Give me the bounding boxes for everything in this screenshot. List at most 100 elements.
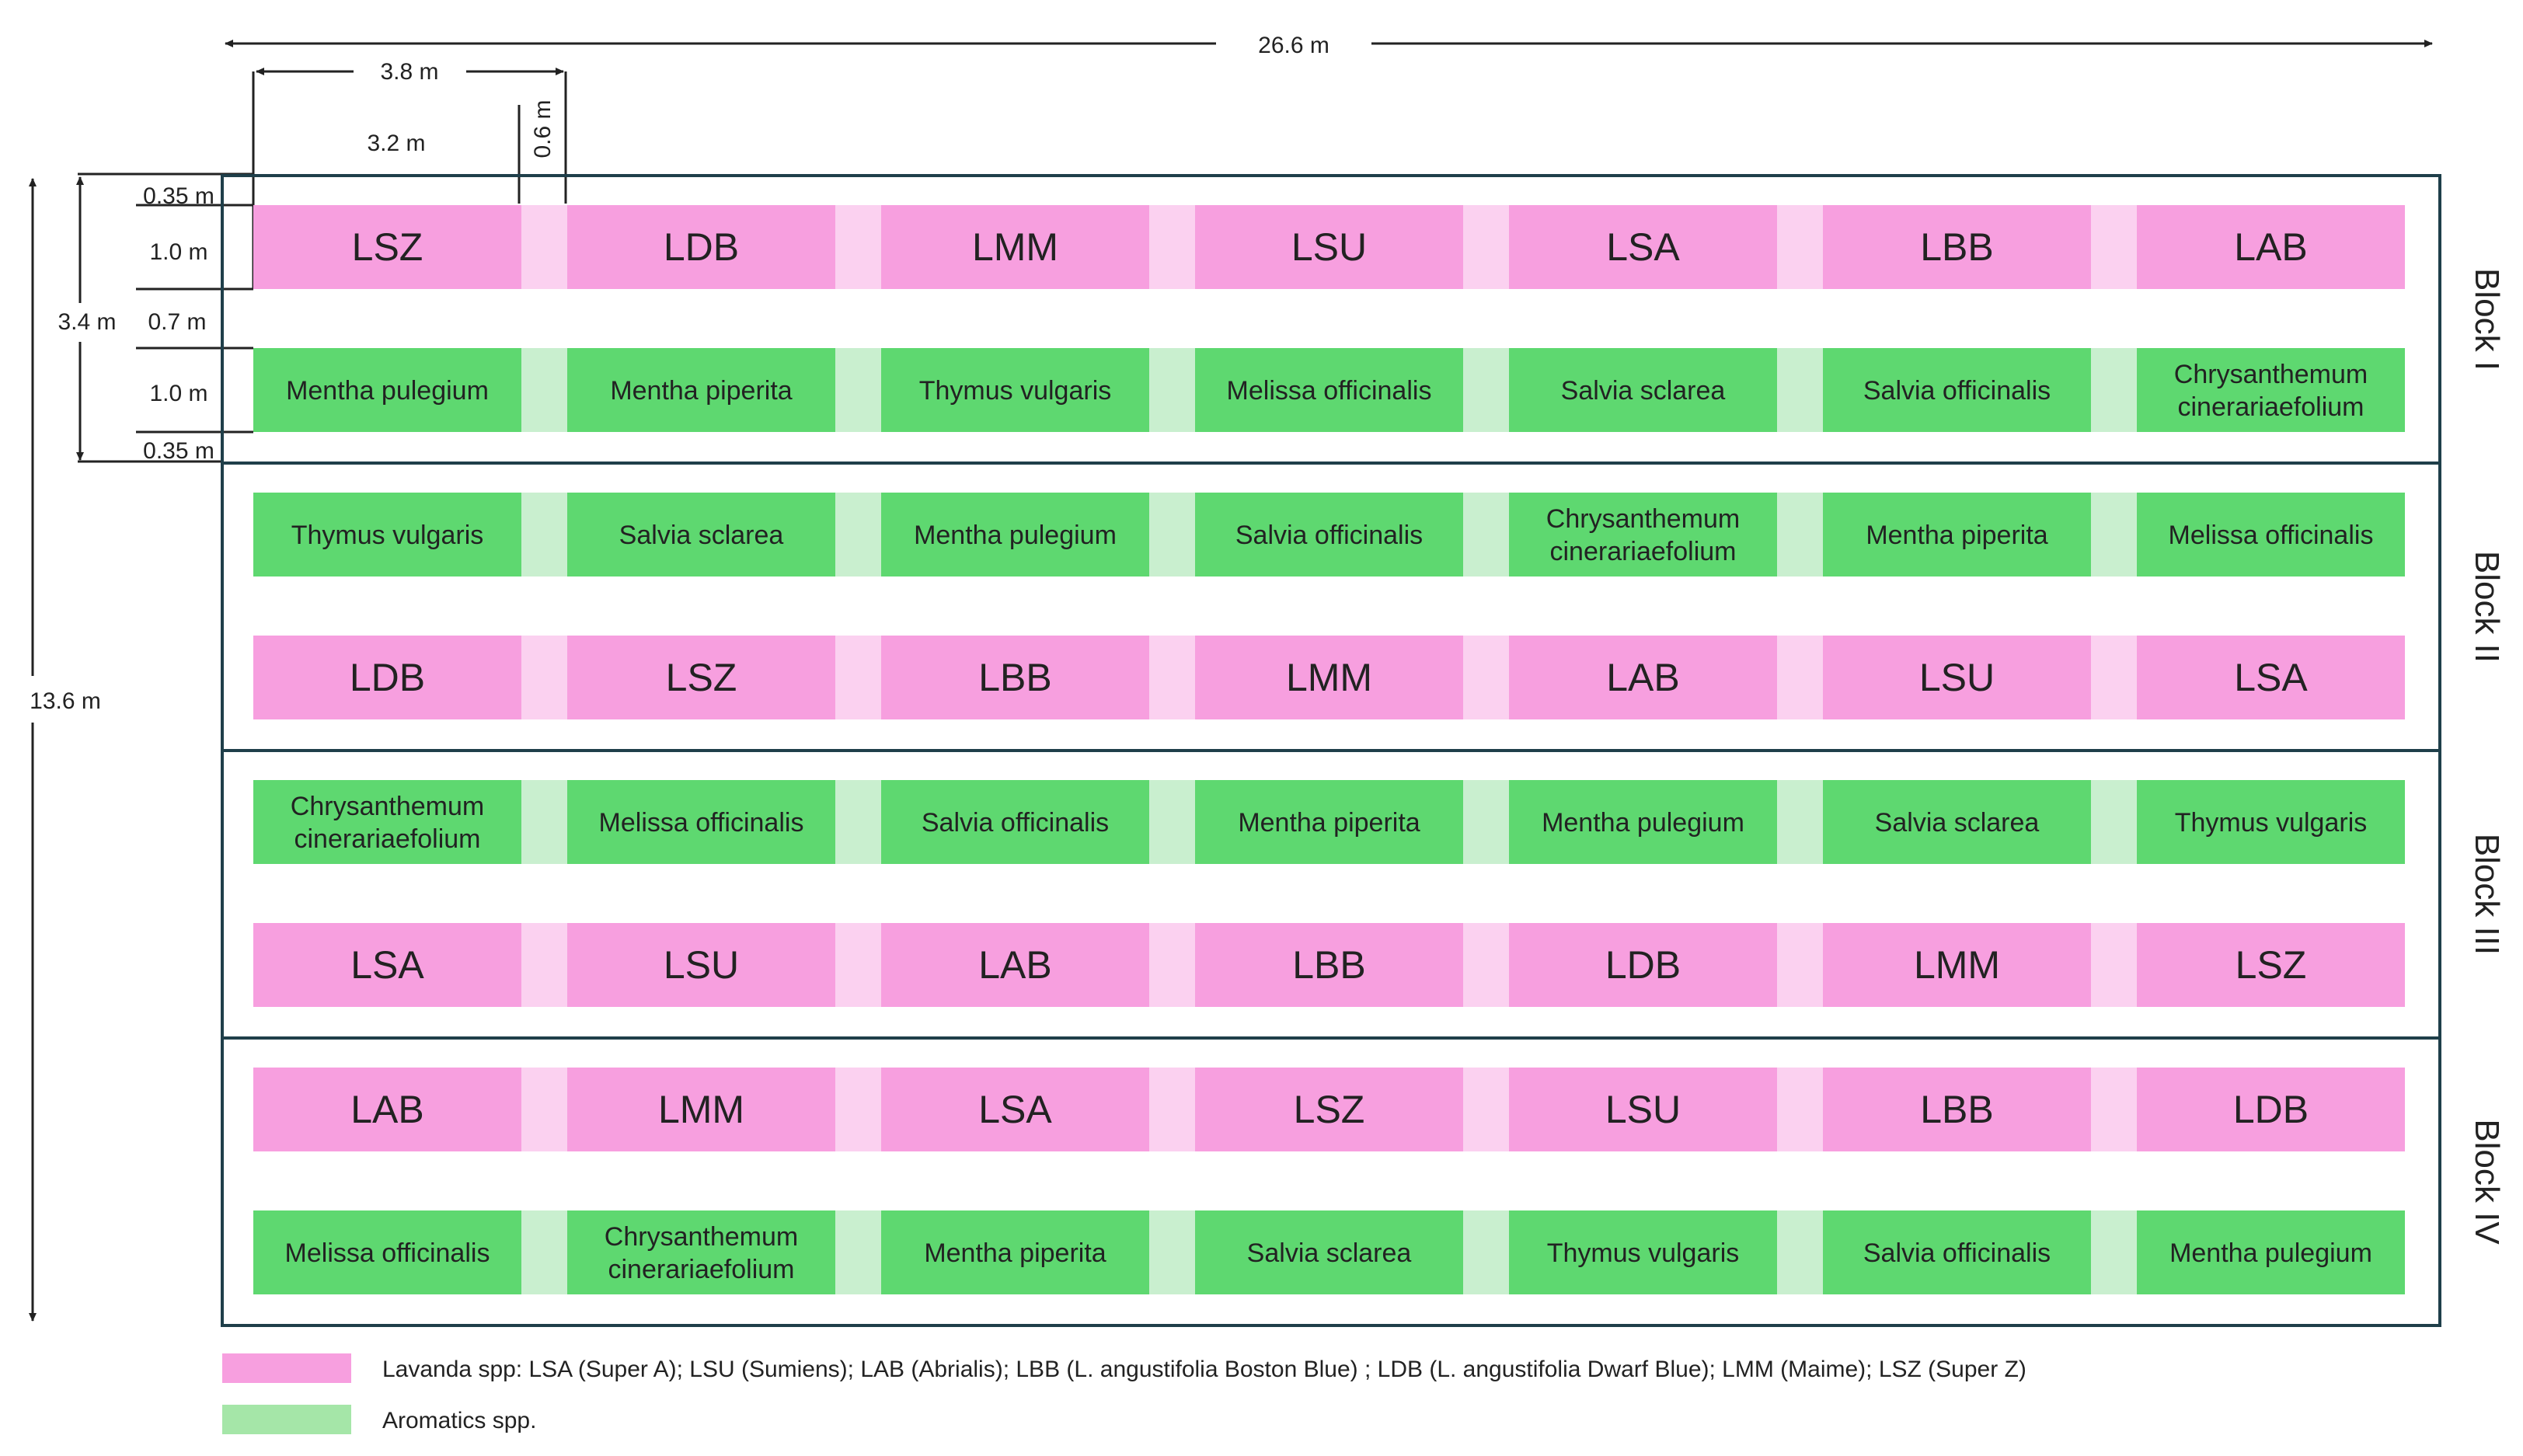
- plot: LAB: [1509, 636, 1777, 719]
- row-gap: [2091, 780, 2137, 864]
- plot-label: Chrysanthemum: [2174, 360, 2368, 389]
- aromatic-plot: [1509, 493, 1777, 576]
- lavender-plot: [1509, 1068, 1777, 1151]
- row-gap: [521, 493, 567, 576]
- aromatic-plot: [567, 348, 835, 432]
- plot: Thymus vulgaris: [2137, 780, 2405, 864]
- plot-label: LMM: [1914, 943, 2000, 987]
- lavender-plot: [2137, 636, 2405, 719]
- plot-label: LSZ: [2236, 943, 2307, 987]
- lavender-plot: [567, 636, 835, 719]
- plot: LDB: [1509, 923, 1777, 1007]
- plot: Thymus vulgaris: [253, 493, 521, 576]
- plot-label: Mentha piperita: [924, 1238, 1106, 1268]
- row-gap: [1777, 493, 1823, 576]
- row-gap: [1149, 348, 1195, 432]
- aromatic-plot: [881, 348, 1149, 432]
- plot-label: LSZ: [666, 656, 737, 699]
- plot-label: Mentha pulegium: [1542, 808, 1744, 838]
- row-gap: [1777, 636, 1823, 719]
- row-gap: [1777, 1068, 1823, 1151]
- plot: Salvia sclarea: [1509, 348, 1777, 432]
- aromatic-plot: [1823, 348, 2091, 432]
- row-gap: [1777, 1210, 1823, 1294]
- plot-label: Salvia sclarea: [1561, 376, 1726, 406]
- plot-label: cinerariaefolium: [2178, 392, 2364, 422]
- plot-label: Salvia officinalis: [1235, 521, 1423, 550]
- lavender-plot: [1823, 1068, 2091, 1151]
- aromatic-plot: [1195, 1210, 1463, 1294]
- plot-label: LDB: [2233, 1088, 2309, 1131]
- aromatic-plot: [1509, 348, 1777, 432]
- row-gap: [2091, 493, 2137, 576]
- plot-label: LSU: [664, 943, 739, 987]
- row-gap: [1463, 923, 1509, 1007]
- plot-label: Mentha pulegium: [286, 376, 489, 406]
- plot: Salvia sclarea: [1823, 780, 2091, 864]
- plot: Mentha pulegium: [881, 493, 1149, 576]
- aromatic-plot: [567, 1210, 835, 1294]
- plot-label: Salvia sclarea: [1875, 808, 2040, 838]
- row-gap: [835, 348, 881, 432]
- lavender-plot: [1195, 923, 1463, 1007]
- row-gap: [835, 1068, 881, 1151]
- row-gap: [2091, 636, 2137, 719]
- row-gap: [1149, 636, 1195, 719]
- aromatic-plot: [2137, 780, 2405, 864]
- plot-label: Mentha piperita: [1866, 521, 2047, 550]
- row-gap: [1463, 348, 1509, 432]
- plot-label: LSA: [2234, 656, 2308, 699]
- plot: LAB: [2137, 205, 2405, 289]
- plot-label: LSZ: [1294, 1088, 1365, 1131]
- block-label: Block IV: [2468, 1119, 2506, 1245]
- plot-label: Salvia officinalis: [1863, 376, 2051, 406]
- aromatic-plot: [1823, 780, 2091, 864]
- lavender-plot: [1509, 636, 1777, 719]
- row-gap: [2091, 348, 2137, 432]
- row-gap: [835, 205, 881, 289]
- block-height-label: 3.4 m: [57, 309, 116, 335]
- plot: LSZ: [1195, 1068, 1463, 1151]
- row-gap: [1463, 1068, 1509, 1151]
- lavender-plot: [1509, 205, 1777, 289]
- lavender-plot: [881, 636, 1149, 719]
- lavender-plot: [253, 923, 521, 1007]
- plot-label: Chrysanthemum: [1546, 504, 1740, 534]
- plot-label: cinerariaefolium: [294, 824, 481, 854]
- row-gap: [2091, 923, 2137, 1007]
- block-label: Block I: [2468, 268, 2506, 371]
- lavender-plot: [2137, 923, 2405, 1007]
- row-gap: [1777, 923, 1823, 1007]
- plot: LDB: [2137, 1068, 2405, 1151]
- plot-label: LMM: [658, 1088, 744, 1131]
- plot-label: Melissa officinalis: [1227, 376, 1432, 406]
- row-gap: [1777, 205, 1823, 289]
- plot-label: LAB: [2234, 225, 2308, 269]
- aromatic-plot: [1195, 780, 1463, 864]
- plot: Salvia officinalis: [1195, 493, 1463, 576]
- lavender-plot: [2137, 1068, 2405, 1151]
- plot: Mentha piperita: [1823, 493, 2091, 576]
- plot-label: Thymus vulgaris: [291, 521, 484, 550]
- plot-label: Chrysanthemum: [605, 1222, 798, 1252]
- plot: LSZ: [567, 636, 835, 719]
- lavender-plot: [253, 1068, 521, 1151]
- row-gap: [1149, 780, 1195, 864]
- aromatic-plot: [253, 493, 521, 576]
- plot-label: Thymus vulgaris: [1547, 1238, 1740, 1268]
- plot-label: LBB: [1920, 1088, 1994, 1131]
- plot: LSU: [1823, 636, 2091, 719]
- aromatic-plot: [253, 1210, 521, 1294]
- plot: LSA: [2137, 636, 2405, 719]
- plot: LMM: [881, 205, 1149, 289]
- aromatic-plot: [567, 780, 835, 864]
- row-gap: [1463, 636, 1509, 719]
- aromatic-plot: [1509, 1210, 1777, 1294]
- plot-label: Melissa officinalis: [2169, 521, 2374, 550]
- plot: LBB: [1823, 205, 2091, 289]
